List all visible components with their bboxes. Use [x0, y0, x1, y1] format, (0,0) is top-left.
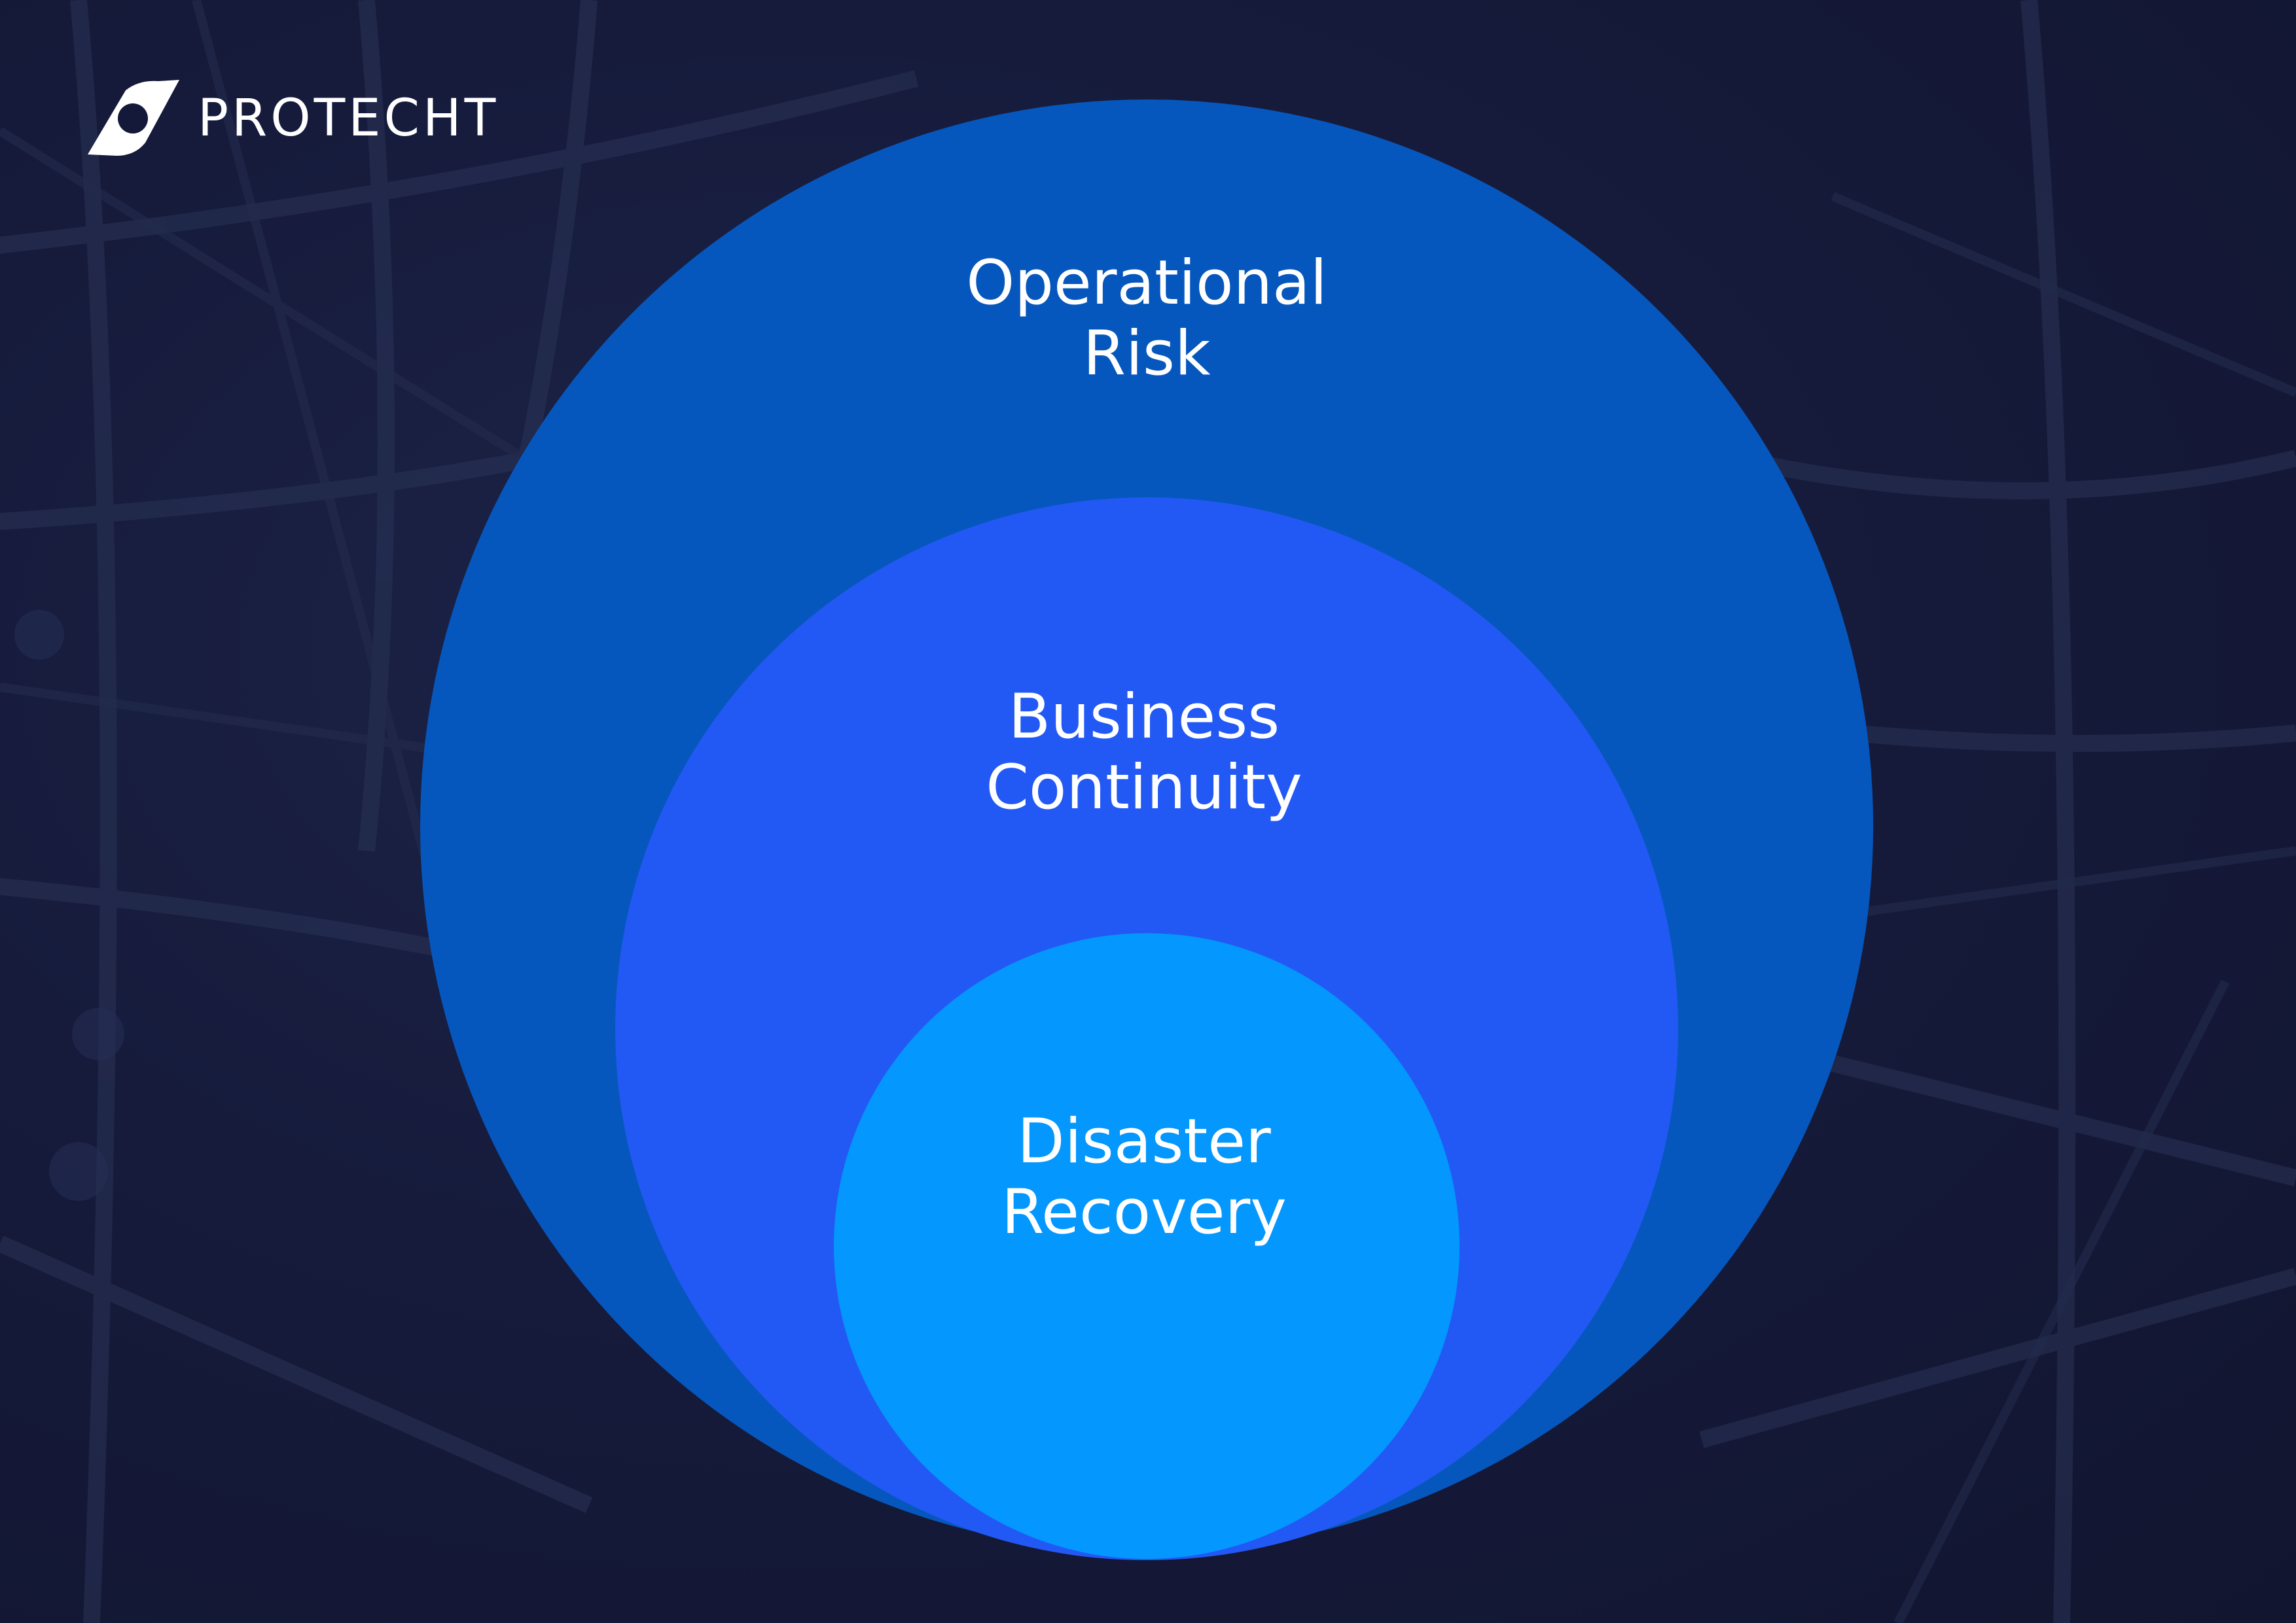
disaster-recovery-label: Disaster Recovery — [817, 1107, 1471, 1248]
operational-risk-label: Operational Risk — [819, 248, 1474, 389]
protecht-logo-icon — [88, 80, 179, 156]
business-continuity-label: Business Continuity — [817, 682, 1471, 823]
business-continuity-label-line2: Continuity — [986, 752, 1302, 823]
business-continuity-label-line1: Business — [1008, 681, 1280, 753]
operational-risk-label-line2: Risk — [1083, 318, 1211, 389]
protecht-logo[interactable]: PROTECHT — [80, 77, 499, 159]
brand-name: PROTECHT — [198, 88, 499, 148]
disaster-recovery-label-line1: Disaster — [1017, 1106, 1271, 1177]
disaster-recovery-label-line2: Recovery — [1001, 1177, 1287, 1248]
disaster-recovery-circle — [834, 933, 1460, 1559]
operational-risk-label-line1: Operational — [966, 247, 1327, 319]
